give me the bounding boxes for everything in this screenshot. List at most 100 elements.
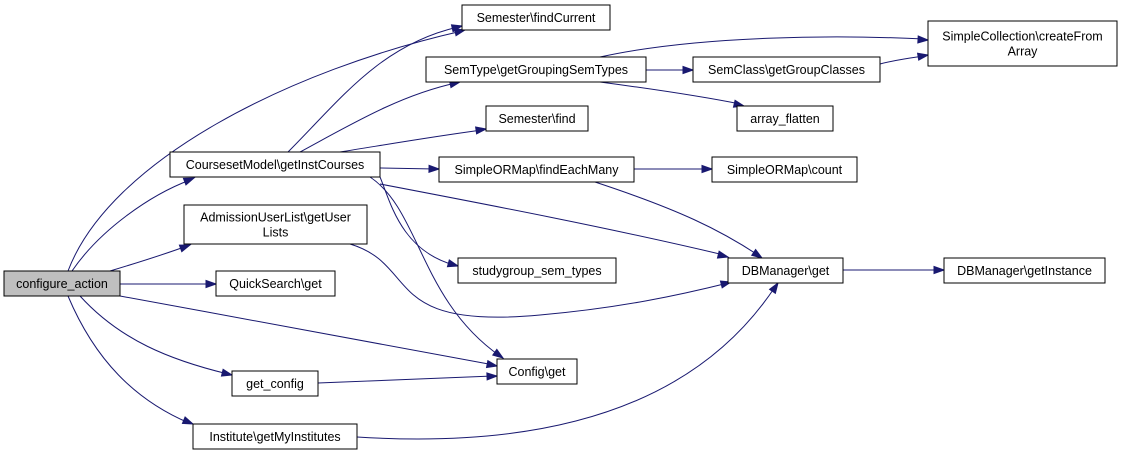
arrowhead — [446, 259, 460, 268]
edge-line — [287, 26, 459, 153]
node-box — [496, 358, 578, 385]
edge-semtype-to-simplecollection — [599, 35, 930, 58]
arrowhead — [475, 126, 488, 135]
node-semtype[interactable]: SemType\getGroupingSemTypes — [425, 56, 647, 83]
node-label: SemClass\getGroupClasses — [708, 63, 865, 77]
arrowhead — [491, 348, 505, 359]
edge-line — [67, 30, 463, 272]
edge-line — [317, 375, 494, 384]
node-configure-action[interactable]: configure_action — [3, 270, 121, 297]
arrowhead — [750, 248, 764, 259]
node-config-get[interactable]: Config\get — [496, 358, 578, 385]
node-semclass[interactable]: SemClass\getGroupClasses — [692, 56, 881, 83]
node-box — [461, 4, 611, 31]
node-box — [943, 257, 1106, 284]
edge-coursesetmodel-to-config_get — [369, 176, 505, 359]
arrowhead — [205, 279, 218, 289]
edge-simpleormap_findeachmany-to-dbmanager_get — [594, 181, 764, 259]
node-institute[interactable]: Institute\getMyInstitutes — [192, 423, 358, 450]
node-quicksearch[interactable]: QuickSearch\get — [215, 270, 336, 297]
edge-line — [79, 295, 229, 375]
edge-semclass-to-simplecollection — [879, 52, 930, 65]
edge-line — [356, 286, 776, 440]
node-label: DBManager\get — [742, 264, 830, 278]
node-label: CoursesetModel\getInstCourses — [186, 158, 365, 172]
node-box — [692, 56, 881, 83]
edge-line — [119, 295, 495, 366]
arrowhead — [182, 177, 196, 186]
node-label: SimpleORMap\findEachMany — [455, 163, 620, 177]
arrowhead — [682, 65, 695, 75]
edge-line — [594, 181, 759, 256]
edge-coursesetmodel-to-dbmanager_get — [379, 183, 730, 259]
node-coursesetmodel[interactable]: CoursesetModel\getInstCourses — [169, 151, 381, 178]
node-get-config[interactable]: get_config — [231, 370, 319, 397]
node-array-flatten[interactable]: array_flatten — [736, 105, 834, 132]
node-label: AdmissionUserList\getUser — [200, 211, 351, 225]
node-box — [192, 423, 358, 450]
arrowhead — [768, 281, 779, 295]
node-label: QuickSearch\get — [229, 277, 322, 291]
node-box — [183, 204, 368, 245]
node-box — [438, 156, 635, 183]
node-label: Array — [1008, 45, 1039, 59]
node-box — [3, 270, 121, 297]
node-label: Institute\getMyInstitutes — [209, 430, 340, 444]
edges-layer — [67, 24, 946, 440]
node-semester-find[interactable]: Semester\find — [485, 105, 589, 132]
node-semester-findcurrent[interactable]: Semester\findCurrent — [461, 4, 611, 31]
edge-line — [599, 36, 925, 58]
edge-line — [71, 179, 191, 272]
node-box — [927, 20, 1118, 67]
node-label: SimpleCollection\createFrom — [942, 30, 1102, 44]
edge-coursesetmodel-to-studygroup — [379, 176, 460, 268]
arrowhead — [181, 416, 195, 425]
node-box — [425, 56, 647, 83]
node-label: configure_action — [16, 277, 108, 291]
node-label: SemType\getGroupingSemTypes — [444, 63, 628, 77]
node-label: Semester\find — [498, 112, 575, 126]
edge-semtype-to-array_flatten — [599, 81, 746, 108]
node-dbmanager-getinstance[interactable]: DBManager\getInstance — [943, 257, 1106, 284]
node-label: array_flatten — [750, 112, 820, 126]
node-studygroup[interactable]: studygroup_sem_types — [457, 257, 617, 284]
edge-dbmanager_get-to-dbmanager_getinstance — [843, 265, 946, 275]
node-box — [169, 151, 381, 178]
edge-semtype-to-semclass — [646, 65, 695, 75]
edge-line — [879, 55, 925, 65]
arrowhead — [486, 372, 499, 381]
arrowhead — [701, 164, 714, 174]
edge-coursesetmodel-to-semester_findcurrent — [287, 24, 464, 153]
arrowhead — [916, 52, 930, 61]
arrowhead — [450, 24, 464, 33]
node-box — [727, 257, 844, 284]
edge-configure_action-to-semester_findcurrent — [67, 28, 467, 272]
edge-line — [369, 176, 501, 357]
edge-coursesetmodel-to-semtype — [299, 80, 462, 153]
edge-configure_action-to-get_config — [79, 295, 234, 377]
node-label: SimpleORMap\count — [727, 163, 843, 177]
arrowhead — [428, 164, 441, 174]
edge-line — [379, 167, 436, 170]
edge-coursesetmodel-to-semester_find — [339, 126, 488, 153]
node-label: get_config — [246, 377, 304, 391]
node-label: studygroup_sem_types — [472, 264, 601, 278]
node-simpleormap-count[interactable]: SimpleORMap\count — [711, 156, 858, 183]
edge-configure_action-to-institute — [67, 295, 195, 425]
edge-simpleormap_findeachmany-to-simpleormap_count — [634, 164, 714, 174]
arrowhead — [453, 28, 467, 37]
node-box — [485, 105, 589, 132]
node-dbmanager-get[interactable]: DBManager\get — [727, 257, 844, 284]
edge-configure_action-to-admissionuserlist — [109, 244, 192, 272]
arrowhead — [716, 250, 730, 259]
edge-institute-to-dbmanager_get — [356, 281, 779, 440]
arrowhead — [917, 35, 930, 44]
arrowhead — [178, 244, 192, 253]
node-label: Lists — [263, 226, 289, 240]
node-label: DBManager\getInstance — [957, 264, 1092, 278]
arrowhead — [933, 265, 946, 275]
node-simpleormap-findeachmany[interactable]: SimpleORMap\findEachMany — [438, 156, 635, 183]
edge-line — [379, 176, 455, 266]
